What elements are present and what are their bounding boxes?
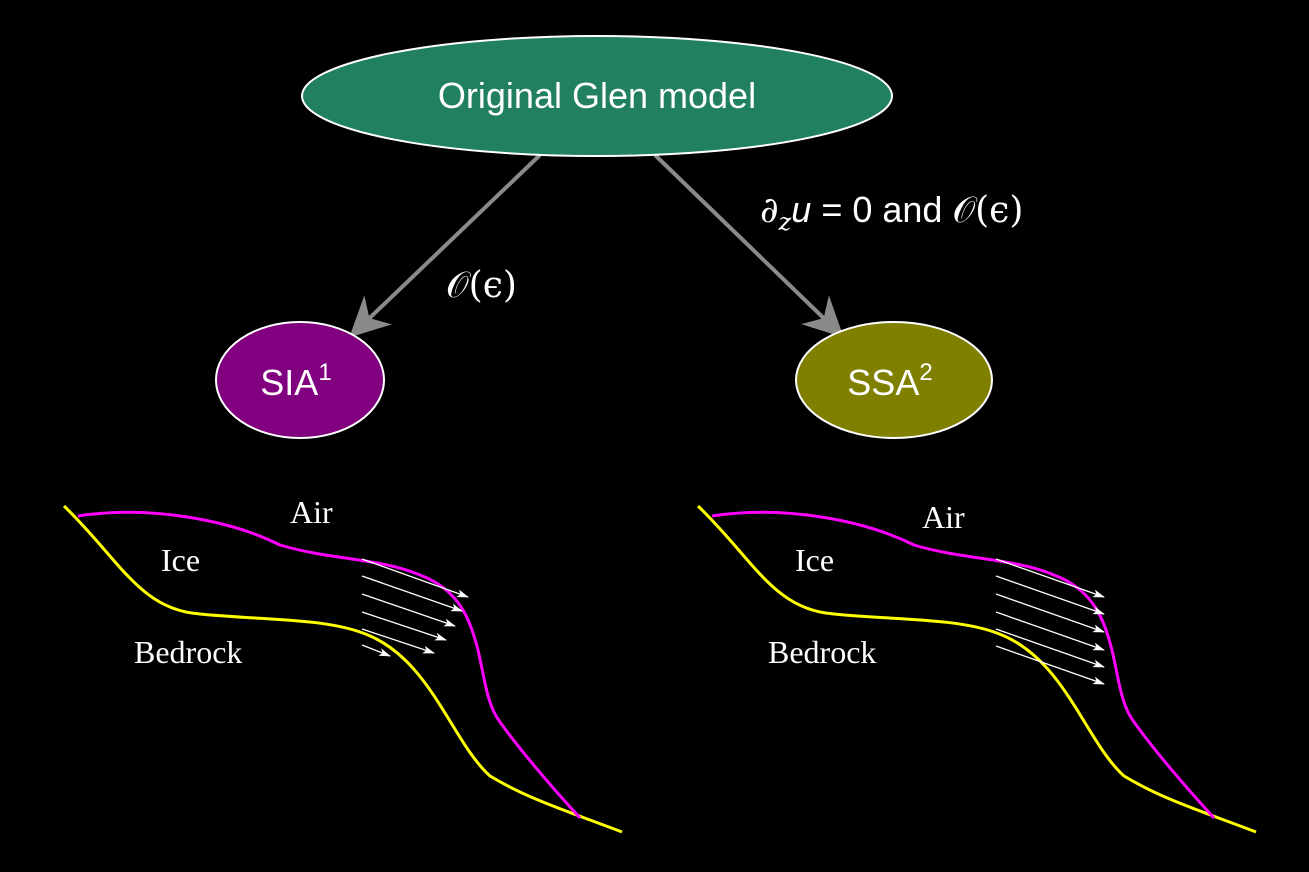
label-air-sia: Air [290, 494, 333, 530]
velocity-arrow [995, 593, 1105, 633]
velocity-arrow [361, 558, 469, 598]
edge-label-ssa-order: 𝒪(ϵ) [952, 190, 1023, 231]
node-sia-label: SIA [260, 362, 318, 403]
edge-label-sia: 𝒪(ϵ) [446, 265, 517, 306]
velocity-arrow [995, 628, 1105, 668]
node-original-glen-model-label: Original Glen model [438, 75, 756, 116]
edge-label-ssa-var: u [791, 189, 811, 230]
label-ice-sia: Ice [161, 542, 200, 578]
label-ice-ssa: Ice [795, 542, 834, 578]
label-bedrock-sia: Bedrock [134, 634, 242, 670]
glacier-panel-ssa: Air Ice Bedrock [696, 499, 1257, 834]
velocity-arrow [995, 575, 1105, 615]
velocity-arrow [361, 575, 463, 612]
velocity-arrow [361, 593, 456, 627]
velocity-arrow [995, 645, 1105, 685]
node-ssa: SSA2 [795, 321, 993, 439]
velocity-arrow [361, 628, 435, 654]
node-sia-superscript: 1 [318, 359, 331, 386]
velocity-arrow [995, 558, 1105, 598]
label-air-ssa: Air [922, 499, 965, 535]
edge-label-ssa: ∂zu = 0 and 𝒪(ϵ) [760, 189, 1023, 236]
edge-to-ssa [653, 153, 844, 338]
bed-line-sia [62, 504, 623, 834]
label-bedrock-ssa: Bedrock [768, 634, 876, 670]
node-ssa-superscript: 2 [919, 359, 932, 386]
bed-line-ssa [696, 504, 1257, 834]
surface-line-ssa [711, 510, 1216, 820]
velocity-arrow [361, 611, 447, 641]
velocity-arrow [995, 611, 1105, 651]
glacier-panel-sia: Air Ice Bedrock [62, 494, 623, 834]
node-original-glen-model: Original Glen model [301, 35, 893, 157]
edge-label-ssa-subscript: z [778, 208, 792, 236]
svg-text:SSA2: SSA2 [847, 359, 932, 403]
svg-text:SIA1: SIA1 [260, 359, 331, 403]
node-sia: SIA1 [215, 321, 385, 439]
edge-label-ssa-text: = 0 and [811, 189, 952, 230]
velocity-arrows-sia [361, 558, 469, 657]
edge-to-sia [349, 153, 542, 338]
surface-line-sia [77, 510, 582, 820]
edge-label-ssa-partial: ∂ [760, 190, 779, 231]
node-ssa-label: SSA [847, 362, 919, 403]
velocity-arrow [361, 644, 391, 657]
velocity-arrows-ssa [995, 558, 1105, 685]
